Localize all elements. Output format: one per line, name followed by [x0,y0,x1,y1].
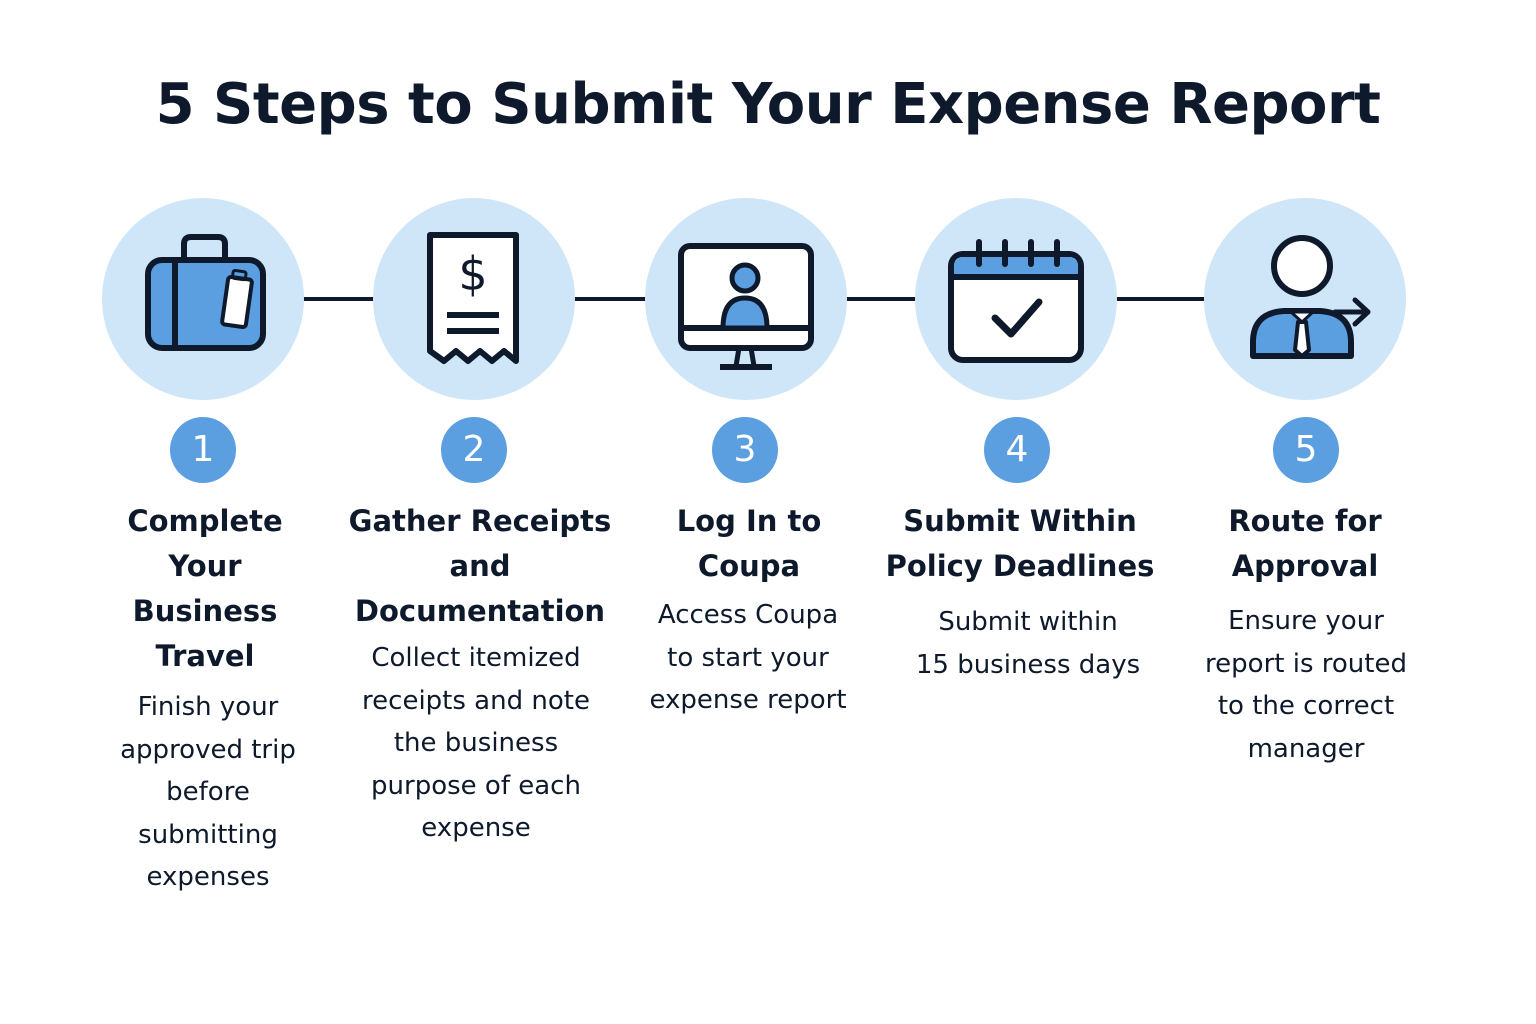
step-5-icon-circle [1204,198,1406,400]
receipt-icon: $ [427,232,519,364]
step-3-description: Access Coupa to start your expense repor… [649,600,847,715]
step-5-title: Route for Approval [1228,504,1382,583]
connector-3-4 [846,297,916,301]
step-4-title: Submit Within Policy Deadlines [885,504,1155,583]
step-4-description: Submit within 15 business days [915,607,1141,680]
step-2-description: Collect itemized receipts and note the b… [362,643,590,843]
svg-text:$: $ [458,247,487,301]
connector-2-3 [574,297,646,301]
briefcase-icon [145,234,266,351]
connector-1-2 [303,297,375,301]
step-1-icon-circle [102,198,304,400]
step-5-badge: 5 [1273,417,1339,483]
step-5-description: Ensure your report is routed to the corr… [1205,606,1407,764]
step-1-title: Complete Your Business Travel [127,504,283,673]
step-3-badge: 3 [712,417,778,483]
page-title: 5 Steps to Submit Your Expense Report [155,72,1381,137]
connector-4-5 [1115,297,1206,301]
step-3-icon-circle [645,198,847,400]
step-3-title: Log In to Coupa [676,504,822,583]
step-4-icon-circle [915,198,1117,400]
step-2-badge: 2 [441,417,507,483]
step-1-badge: 1 [170,417,236,483]
manager-route-icon [1250,235,1371,359]
calendar-check-icon [948,239,1084,363]
step-4-badge: 4 [984,417,1050,483]
step-2-icon-circle: $ [373,198,575,400]
step-2-title: Gather Receipts and Documentation [348,504,612,628]
step-1-description: Finish your approved trip before submitt… [120,692,296,892]
monitor-user-icon [678,243,814,370]
